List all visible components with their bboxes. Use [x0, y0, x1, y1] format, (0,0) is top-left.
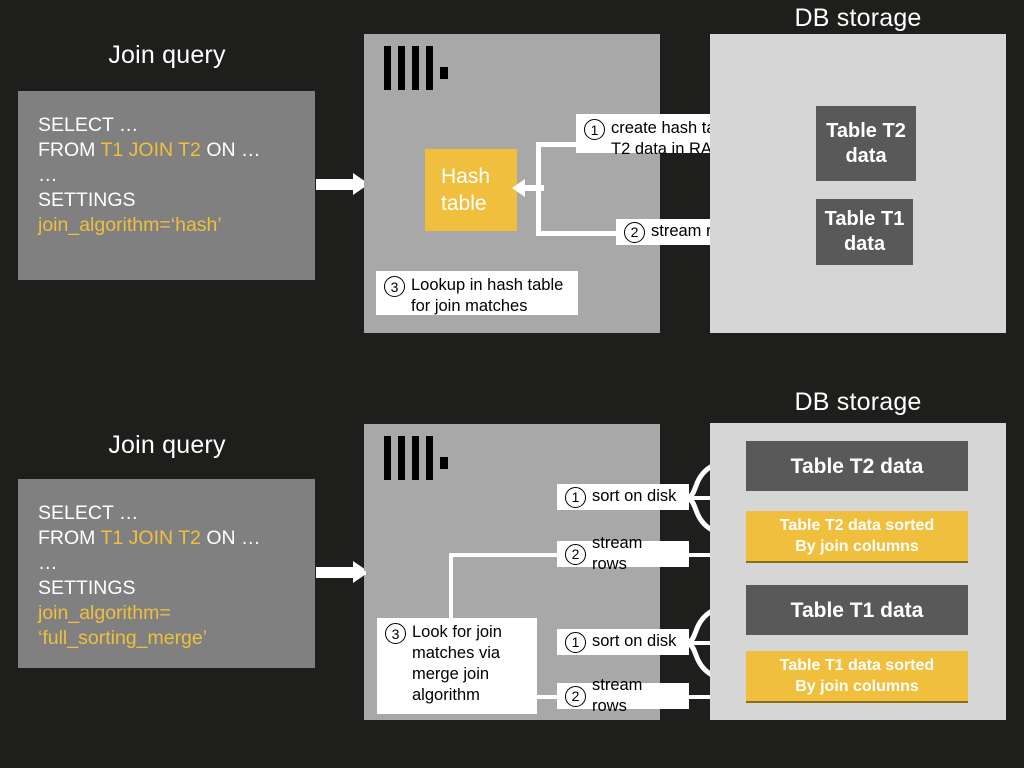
clickhouse-logo-icon-bottom: [384, 436, 454, 482]
bottom-table-t1-sorted-block: Table T1 data sorted By join columns: [746, 651, 968, 703]
top-callout-3-number: 3: [384, 276, 405, 297]
bottom-callout-3: 3 Look for join matches via merge join a…: [377, 618, 537, 714]
bottom-callout-sort-2-text: sort on disk: [592, 632, 677, 650]
bottom-query-line-6: ‘full_sorting_merge’: [38, 627, 208, 649]
bottom-table-t2-sorted-label: Table T2 data sorted By join columns: [779, 517, 935, 555]
bottom-callout-3-text: Look for join matches via merge join alg…: [412, 623, 502, 704]
bottom-sort1-link-line: [689, 496, 717, 500]
top-query-line-4: SETTINGS: [38, 189, 136, 211]
top-query-box: SELECT … FROM T1 JOIN T2 ON … … SETTINGS…: [18, 91, 315, 280]
bottom-query-on: ON …: [200, 527, 261, 549]
bottom-query-line-1: SELECT …: [38, 502, 139, 524]
bottom-query-line-5: join_algorithm=: [38, 602, 171, 624]
top-query-from: FROM: [38, 139, 101, 161]
top-connector-2-horizontal: [536, 231, 656, 236]
bottom-table-t2-label: Table T2 data: [790, 454, 924, 478]
top-hash-arrow-head: [512, 179, 525, 197]
bottom-query-line-3: …: [38, 552, 58, 574]
top-callout-1-number: 1: [584, 119, 605, 140]
bottom-flow-arrow-shaft: [316, 567, 354, 578]
bottom-callout-3-number: 3: [385, 623, 406, 644]
top-join-query-title: Join query: [108, 41, 226, 69]
top-query-line-1: SELECT …: [38, 114, 139, 136]
top-storage-panel: [710, 34, 1006, 333]
bottom-connector-vertical: [449, 553, 453, 618]
top-table-t1-block: Table T1 data: [816, 199, 913, 265]
bottom-query-from: FROM: [38, 527, 101, 549]
top-db-storage-title: DB storage: [794, 4, 922, 32]
bottom-callout-stream-1-text: stream rows: [592, 533, 643, 573]
bottom-query-tables: T1 JOIN T2: [100, 527, 201, 549]
bottom-callout-stream-2-text: stream rows: [592, 675, 643, 715]
bottom-table-t1-sorted-label: Table T1 data sorted By join columns: [779, 657, 935, 695]
top-callout-3-text: Lookup in hash table for join matches: [411, 276, 564, 315]
bottom-callout-sort-1-number: 1: [565, 486, 586, 508]
hash-table-box: Hash table: [425, 149, 517, 231]
bottom-join-query-title: Join query: [108, 431, 226, 459]
bottom-callout-sort-1-text: sort on disk: [592, 487, 677, 505]
top-flow-arrow-shaft: [316, 179, 354, 190]
bottom-callout-stream-2: 2 stream rows: [557, 676, 689, 715]
top-table-t2-label: Table T2 data: [826, 119, 906, 167]
bottom-table-t2-sorted-block: Table T2 data sorted By join columns: [746, 511, 968, 563]
top-table-t2-block: Table T2 data: [816, 106, 916, 181]
top-query-line-3: …: [38, 164, 58, 186]
bottom-connector-bottom-stub: [537, 695, 562, 699]
bottom-callout-stream-2-number: 2: [565, 685, 586, 707]
top-query-line-2: FROM T1 JOIN T2 ON …: [38, 138, 295, 163]
bottom-callout-stream-1: 2 stream rows: [557, 534, 689, 573]
bottom-table-t1-block: Table T1 data: [746, 585, 968, 635]
bottom-sort2-link-line: [689, 641, 717, 645]
top-callout-3: 3 Lookup in hash table for join matches: [376, 271, 578, 315]
top-query-line-5: join_algorithm=‘hash’: [38, 214, 222, 236]
top-table-t1-label: Table T1 data: [824, 208, 905, 255]
top-query-on: ON …: [200, 139, 261, 161]
bottom-query-line-4: SETTINGS: [38, 577, 136, 599]
bottom-query-line-2: FROM T1 JOIN T2 ON …: [38, 526, 295, 551]
bottom-table-t2-block: Table T2 data: [746, 441, 968, 491]
bottom-callout-sort-1: 1 sort on disk: [557, 484, 689, 510]
top-connector-stub: [524, 185, 544, 191]
clickhouse-logo-icon: [384, 46, 454, 92]
bottom-table-t1-label: Table T1 data: [790, 598, 924, 622]
hash-table-label: Hash table: [441, 165, 491, 215]
bottom-db-storage-title: DB storage: [794, 388, 922, 416]
top-query-tables: T1 JOIN T2: [100, 139, 201, 161]
top-callout-2-number: 2: [624, 221, 645, 243]
bottom-callout-stream-1-number: 2: [565, 543, 586, 565]
bottom-query-box: SELECT … FROM T1 JOIN T2 ON … … SETTINGS…: [18, 479, 315, 668]
bottom-callout-sort-2-number: 1: [565, 631, 586, 653]
bottom-server-left-stub: [340, 571, 366, 575]
bottom-callout-sort-2: 1 sort on disk: [557, 629, 689, 655]
bottom-connector-top-horizontal: [449, 553, 561, 557]
